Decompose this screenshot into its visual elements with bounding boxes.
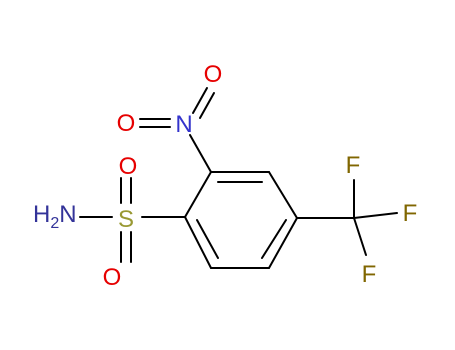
ring-double-bond-c6-c1 (196, 219, 219, 259)
ring-bond-c3-c4 (268, 171, 298, 219)
ring-double-bond-c4-c5 (261, 219, 287, 259)
bond-cf3-f-right (353, 212, 398, 219)
ring-bond-c4-c5 (268, 217, 298, 269)
benzene-ring (184, 171, 298, 269)
nitro-nitrogen-label: N (175, 111, 192, 138)
fluorine-bottom-label: F (362, 261, 377, 288)
amine-nitrogen-label: N (59, 201, 76, 228)
fluorine-top-label: F (346, 152, 361, 179)
sulfonyl-oxygen-top-label: O (119, 153, 138, 180)
amine-hydrogen-label: H (33, 201, 50, 228)
sulfur-label: S (118, 206, 134, 233)
nitro-group: N O O (117, 61, 223, 173)
bond-c2-nitro-n (189, 134, 212, 173)
nitro-oxygen-single-label: O (117, 110, 136, 137)
sulfonyl-oxygen-bottom-label: O (103, 264, 122, 291)
sulfonamide-group: S O O H2N (33, 153, 186, 291)
bond-cf3-f-bottom (353, 217, 367, 256)
bond-nitro-n-o-double-b (199, 92, 215, 119)
bond-nitro-n-o-double-a (192, 87, 208, 114)
amine-label: H2N (33, 201, 77, 232)
trifluoromethyl-group: F F F (296, 152, 418, 288)
fluorine-right-label: F (403, 200, 418, 227)
amine-hydrogen-count: 2 (50, 215, 59, 232)
ring-bond-c1-c2 (184, 171, 212, 218)
ring-bond-c6-c1 (184, 216, 212, 269)
nitro-oxygen-double-label: O (204, 61, 223, 88)
